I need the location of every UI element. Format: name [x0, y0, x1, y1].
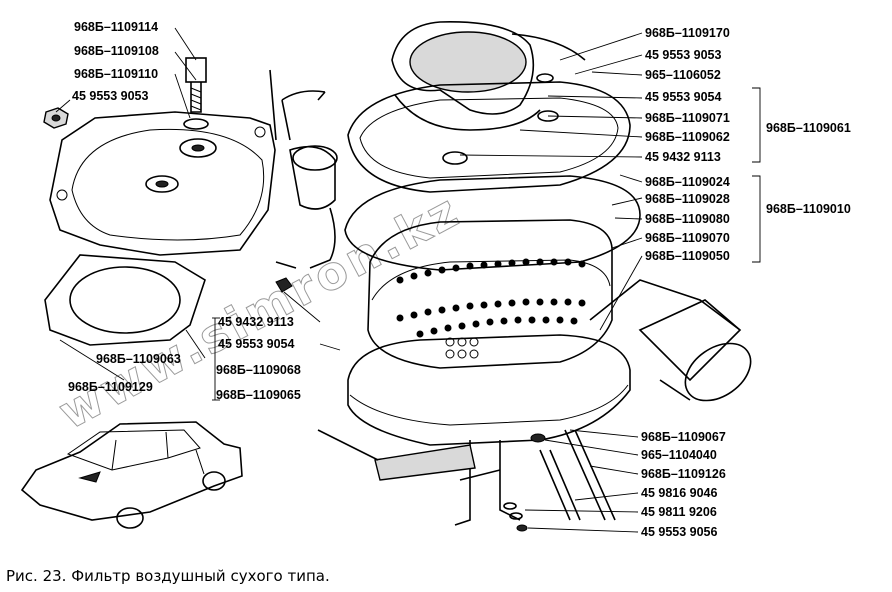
outlet-pipe-illustration	[638, 299, 752, 402]
label-968b-1109024: 968Б–1109024	[645, 175, 730, 189]
filter-top-cover-illustration	[347, 73, 631, 193]
label-45-9811-9206: 45 9811 9206	[641, 505, 717, 519]
label-968b-1109028: 968Б–1109028	[645, 192, 730, 206]
label-968b-1109071: 968Б–1109071	[645, 111, 730, 125]
label-45-9553-9054-right: 45 9553 9054	[645, 90, 722, 104]
filter-element-illustration	[367, 219, 613, 369]
inlet-pipe-illustration	[289, 145, 338, 210]
bolt-illustration	[183, 57, 209, 130]
label-45-9553-9054-left: 45 9553 9054	[218, 337, 295, 351]
cover-plate-illustration	[49, 111, 276, 256]
clamp-strap-illustration	[269, 69, 336, 293]
drain-valve-illustration	[317, 429, 521, 526]
label-965-1104040: 965–1104040	[641, 448, 717, 462]
seal-ring-illustration	[344, 175, 641, 271]
label-968b-1109126: 968Б–1109126	[641, 467, 726, 481]
label-45-9553-9053-right: 45 9553 9053	[645, 48, 722, 62]
gasket-illustration	[44, 254, 206, 346]
intake-hood-illustration	[391, 21, 586, 131]
label-968b-1109010: 968Б–1109010	[766, 202, 851, 216]
label-45-9432-9113-right: 45 9432 9113	[645, 150, 721, 164]
label-968b-1109110: 968Б–1109110	[74, 67, 158, 81]
label-968b-1109080: 968Б–1109080	[645, 212, 730, 226]
label-45-9553-9056: 45 9553 9056	[641, 525, 718, 539]
label-45-9816-9046: 45 9816 9046	[641, 486, 718, 500]
label-965-1106052: 965–1106052	[645, 68, 721, 82]
drain-tubes-illustration	[503, 429, 616, 532]
part-labels: 968Б–1109114 968Б–1109108 968Б–1109110 4…	[68, 20, 851, 539]
label-968b-1109065: 968Б–1109065	[216, 388, 301, 402]
label-968b-1109114: 968Б–1109114	[74, 20, 158, 34]
label-968b-1109061: 968Б–1109061	[766, 121, 851, 135]
label-45-9553-9053-left: 45 9553 9053	[72, 89, 149, 103]
filter-housing-illustration	[347, 279, 741, 446]
label-968b-1109129: 968Б–1109129	[68, 380, 153, 394]
label-968b-1109062: 968Б–1109062	[645, 130, 730, 144]
label-968b-1109170: 968Б–1109170	[645, 26, 730, 40]
label-968b-1109050: 968Б–1109050	[645, 249, 730, 263]
leader-lines	[55, 27, 761, 533]
label-968b-1109068: 968Б–1109068	[216, 363, 301, 377]
label-968b-1109063: 968Б–1109063	[96, 352, 181, 366]
nut-left-illustration	[43, 107, 69, 129]
car-icon	[20, 421, 243, 529]
label-968b-1109108: 968Б–1109108	[74, 44, 159, 58]
label-968b-1109070: 968Б–1109070	[645, 231, 730, 245]
label-45-9432-9113-left: 45 9432 9113	[218, 315, 294, 329]
figure-caption: Рис. 23. Фильтр воздушный сухого типа.	[6, 567, 330, 585]
label-968b-1109067: 968Б–1109067	[641, 430, 726, 444]
